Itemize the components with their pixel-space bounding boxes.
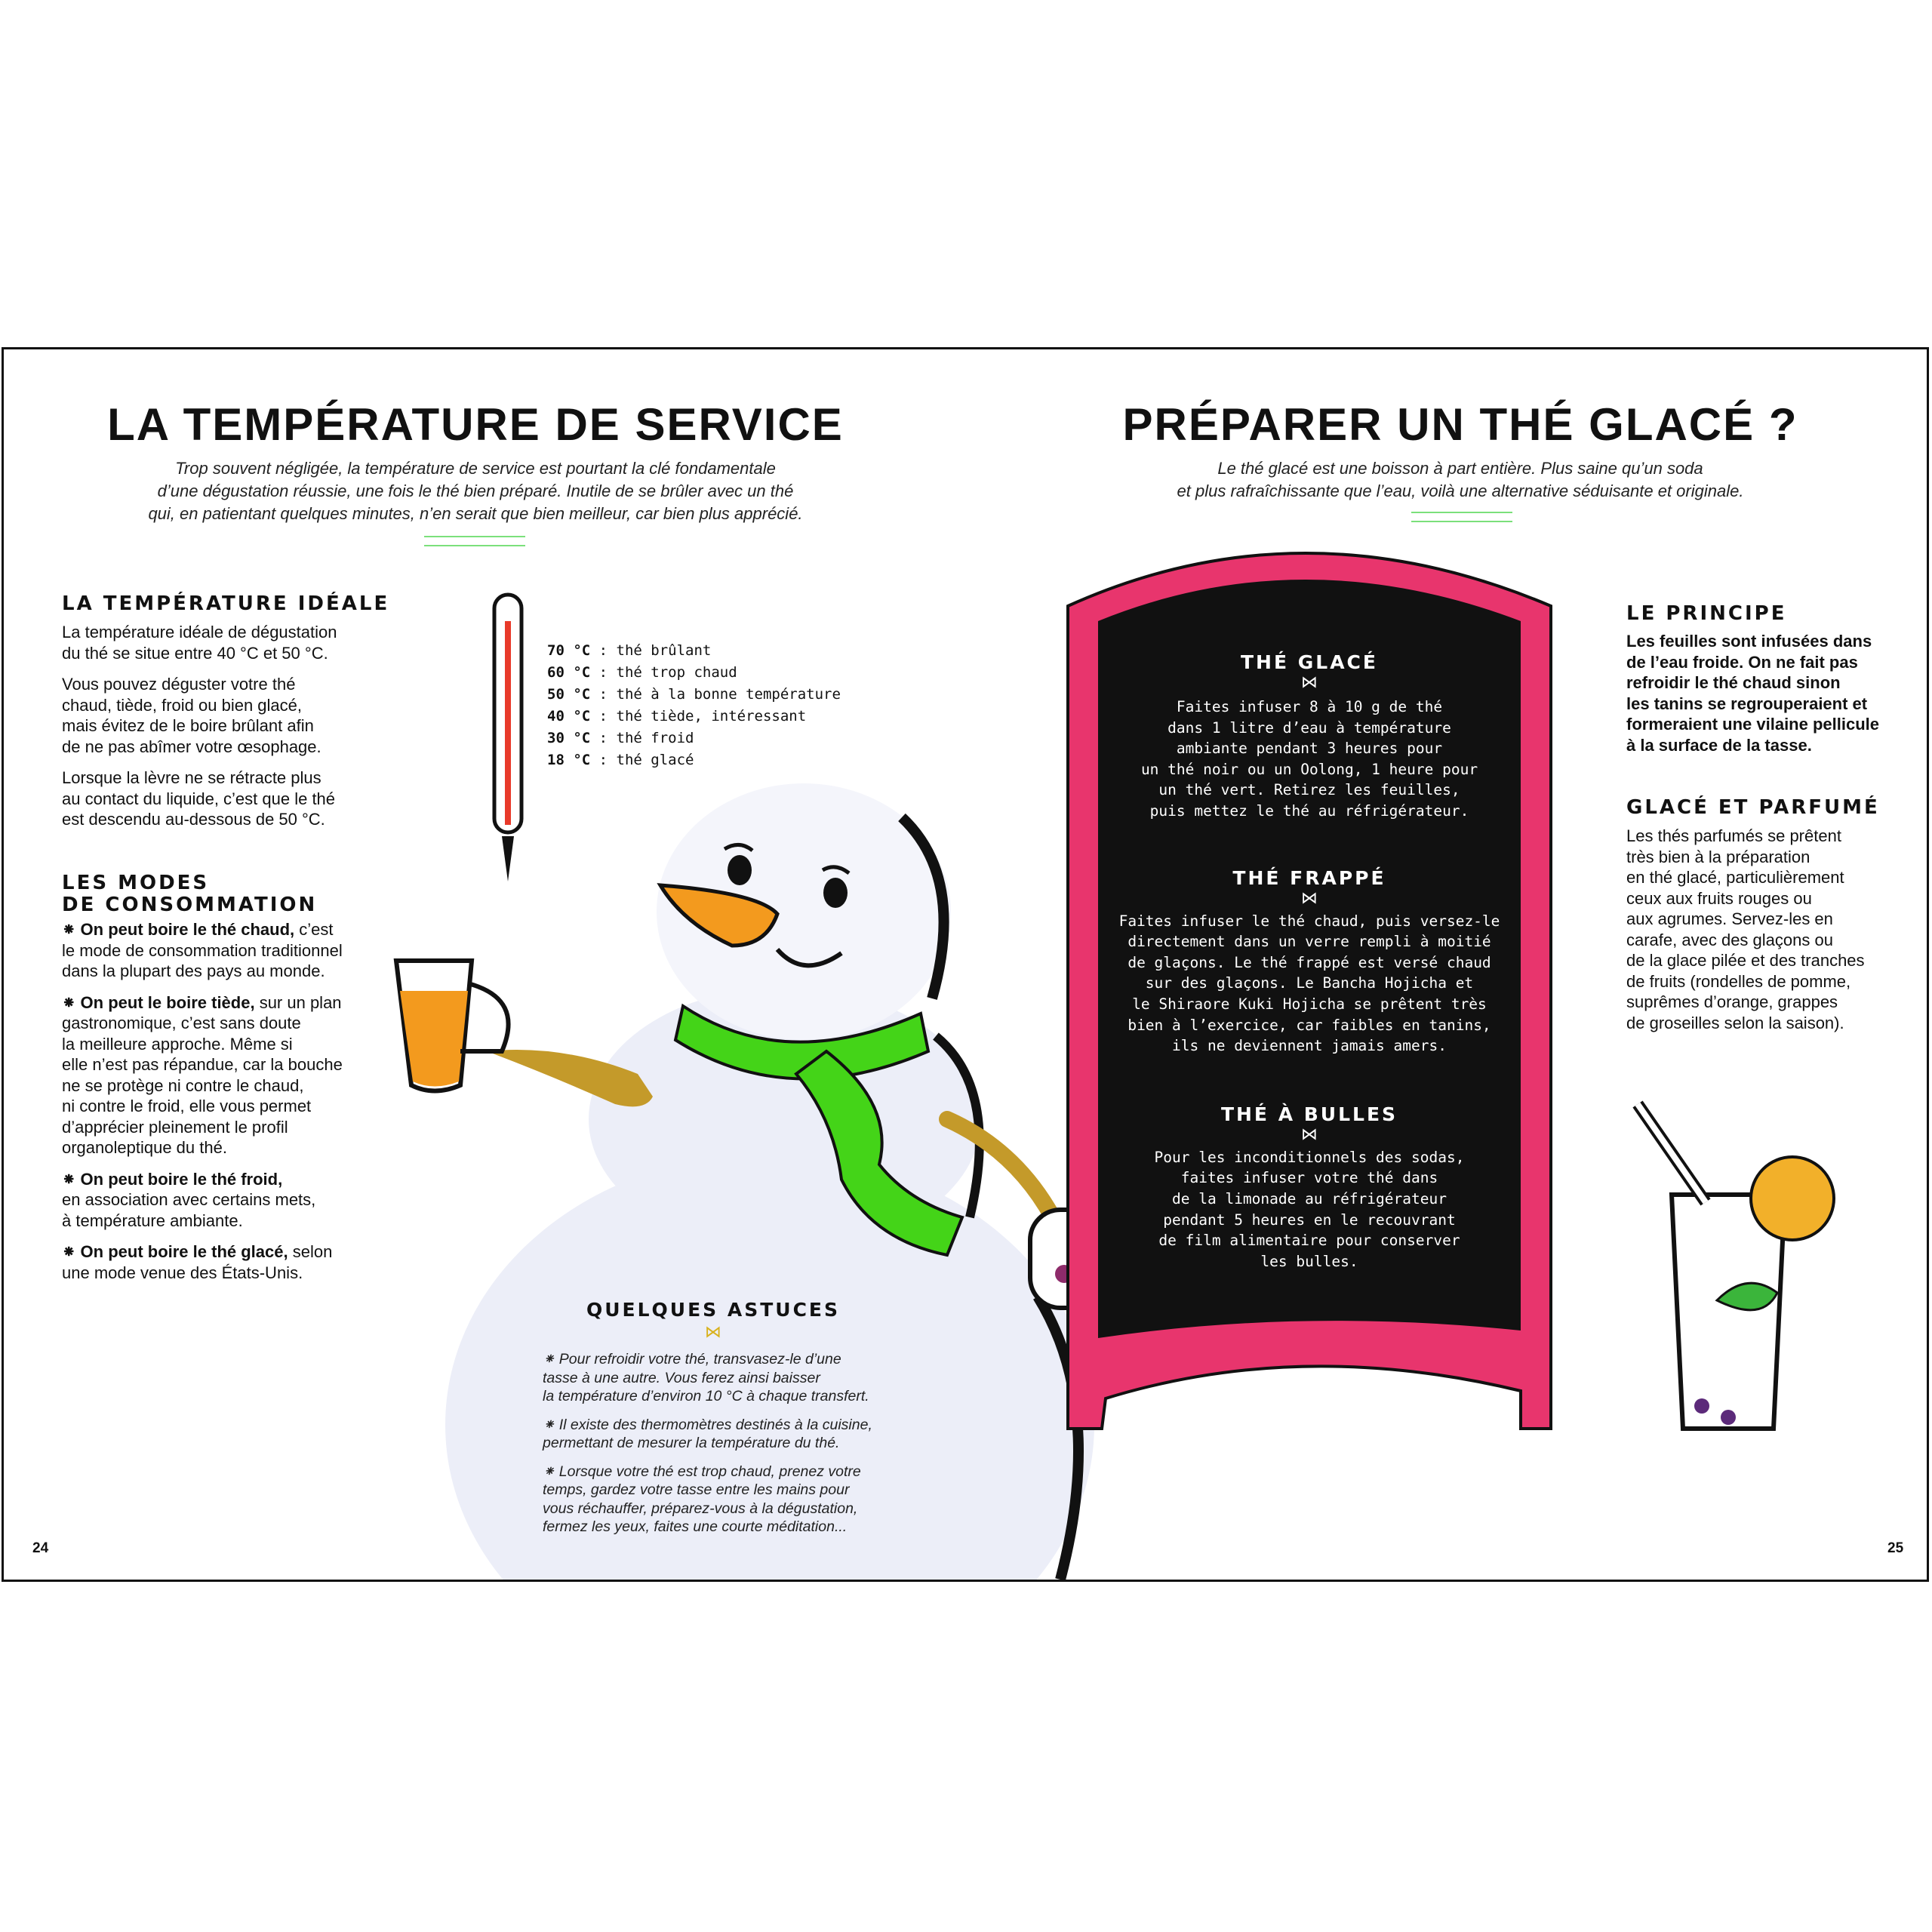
legend-row: 40 °C : thé tiède, intéressant [547, 708, 807, 724]
principle-heading: LE PRINCIPE [1626, 602, 1787, 625]
page-number-right: 25 [1887, 1540, 1904, 1556]
divider [424, 536, 525, 546]
tips-heading: QUELQUES ASTUCES [586, 1299, 841, 1321]
iced-drink-glass-icon [1632, 1100, 1835, 1431]
tips-list: ⁕ Pour refroidir votre thé, transvasez-l… [543, 1350, 897, 1546]
board-text-frappe: Faites infuser le thé chaud, puis versez… [1118, 912, 1500, 1055]
left-intro: Trop souvent négligée, la température de… [148, 459, 803, 523]
right-intro: Le thé glacé est une boisson à part enti… [1177, 459, 1744, 500]
thermometer-icon [492, 592, 524, 881]
page-number-left: 24 [32, 1540, 49, 1556]
bow-icon: ⋈ [1301, 888, 1318, 908]
book-spread: LA TEMPÉRATURE DE SERVICE Trop souvent n… [2, 347, 1929, 1582]
legend-row: 18 °C : thé glacé [547, 752, 694, 768]
board-text-bubble-tea: Pour les inconditionnels des sodas,faite… [1154, 1148, 1465, 1270]
divider [1411, 512, 1512, 522]
board-heading-iced-tea: THÉ GLACÉ [1241, 651, 1378, 673]
tea-glass-icon [393, 958, 511, 1094]
consumption-modes-heading: LES MODES DE CONSOMMATION [62, 872, 318, 916]
right-page-title: PRÉPARER UN THÉ GLACÉ ? [1122, 399, 1798, 450]
bow-icon: ⋈ [1301, 673, 1318, 692]
flavoured-heading: GLACÉ ET PARFUMÉ [1626, 796, 1880, 819]
thermometer-legend: 70 °C : thé brûlant 60 °C : thé trop cha… [547, 640, 841, 771]
chalkboard-content: THÉ GLACÉ ⋈ Faites infuser 8 à 10 g de t… [1098, 651, 1521, 1272]
legend-row: 60 °C : thé trop chaud [547, 664, 737, 681]
chalkboard-sign [1066, 552, 1552, 1430]
illustrations-layer [393, 552, 1835, 1580]
bow-icon: ⋈ [705, 1323, 721, 1342]
left-page-title: LA TEMPÉRATURE DE SERVICE [107, 399, 844, 450]
board-heading-bubble-tea: THÉ À BULLES [1220, 1103, 1398, 1125]
list-item: ⁕ Lorsque votre thé est trop chaud, pren… [543, 1463, 861, 1536]
list-item: ⁕ Pour refroidir votre thé, transvasez-l… [543, 1351, 869, 1404]
snowman-illustration [445, 783, 1094, 1580]
legend-row: 70 °C : thé brûlant [547, 642, 712, 659]
legend-row: 30 °C : thé froid [547, 730, 694, 746]
bow-icon: ⋈ [1301, 1124, 1318, 1144]
ideal-temperature-heading: LA TEMPÉRATURE IDÉALE [62, 592, 390, 615]
legend-row: 50 °C : thé à la bonne température [547, 686, 841, 703]
list-item: ⁕ Il existe des thermomètres destinés à … [543, 1416, 872, 1452]
list-item: ⁕ On peut boire le thé froid,en associat… [62, 1169, 316, 1230]
board-heading-frappe: THÉ FRAPPÉ [1232, 866, 1386, 889]
